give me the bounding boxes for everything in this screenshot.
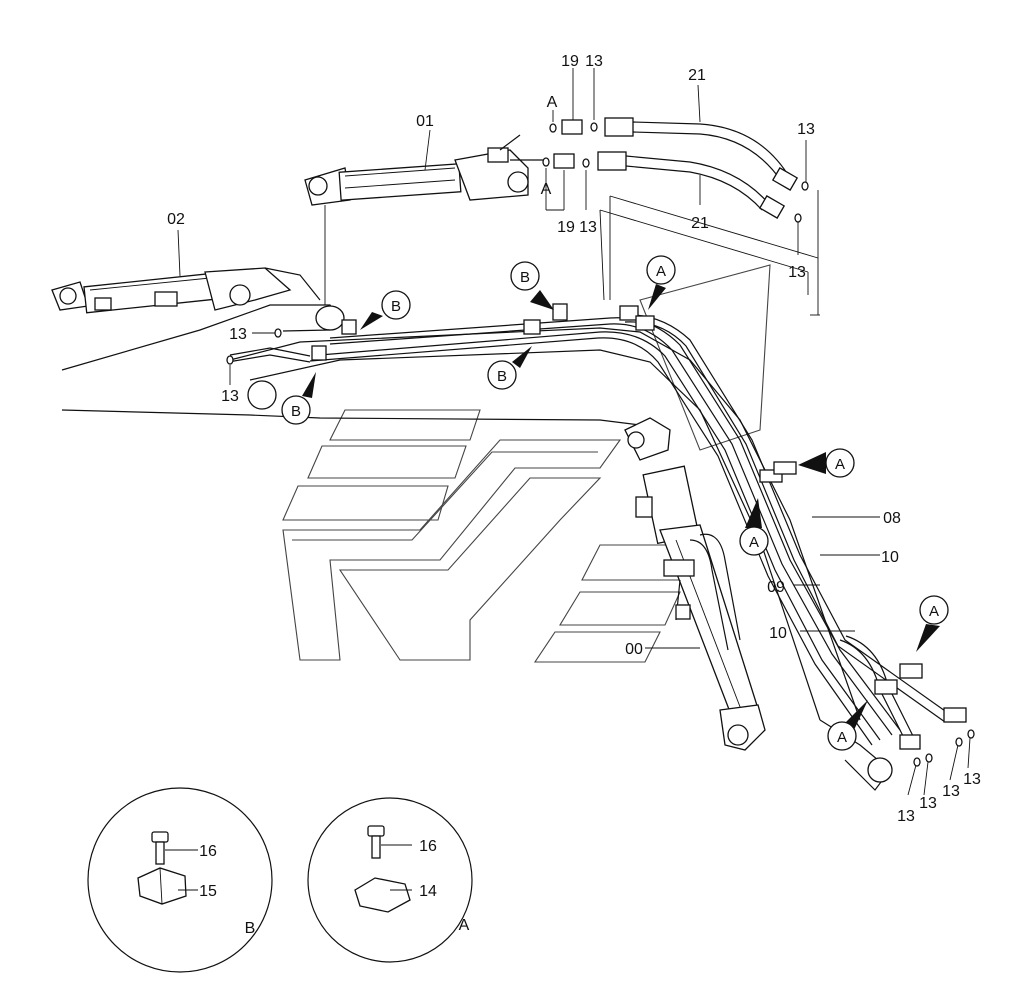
label-13b: 13 <box>579 219 597 236</box>
label-19b: 19 <box>557 219 575 236</box>
label-10b: 10 <box>769 625 787 642</box>
label-13h: 13 <box>919 795 937 812</box>
cylinder-00 <box>624 417 766 751</box>
label-16a: 16 <box>419 838 437 855</box>
label-02: 02 <box>167 211 185 228</box>
callout-b-3: B <box>487 346 532 390</box>
label-13e: 13 <box>229 326 247 343</box>
label-13c: 13 <box>797 121 815 138</box>
label-09: 09 <box>767 579 785 596</box>
label-13f: 13 <box>221 388 239 405</box>
svg-text:A: A <box>837 729 847 746</box>
pipe-clamps <box>311 303 967 750</box>
svg-text:B: B <box>497 368 507 385</box>
label-16b: 16 <box>199 843 217 860</box>
label-13a: 13 <box>585 53 603 70</box>
callout-a-2: A <box>798 448 855 478</box>
fittings-19 <box>542 119 598 169</box>
part-labels: 01 02 00 08 10 09 10 19 13 19 13 21 21 1… <box>167 53 981 937</box>
callout-a-1: A <box>646 255 676 310</box>
watermark-logo <box>282 264 771 663</box>
callout-b-1: B <box>510 261 554 310</box>
svg-text:A: A <box>835 456 845 473</box>
label-a2: A <box>541 181 552 198</box>
label-13d: 13 <box>788 264 806 281</box>
callout-a-4: A <box>916 595 949 652</box>
callout-b-2: B <box>360 290 411 330</box>
label-14: 14 <box>419 883 437 900</box>
svg-text:A: A <box>656 263 666 280</box>
svg-text:A: A <box>929 603 939 620</box>
label-10a: 10 <box>881 549 899 566</box>
label-08: 08 <box>883 510 901 527</box>
label-13i: 13 <box>942 783 960 800</box>
detail-a <box>307 797 473 963</box>
label-19a: 19 <box>561 53 579 70</box>
svg-text:B: B <box>291 403 301 420</box>
callout-a-5: A <box>827 700 868 751</box>
callout-b-4: B <box>281 372 316 425</box>
label-21a: 21 <box>688 67 706 84</box>
cylinder-01 <box>304 134 545 206</box>
detail-a-label: A <box>459 917 470 934</box>
detail-b-label: B <box>245 920 256 937</box>
label-01: 01 <box>416 113 434 130</box>
panel-frame <box>599 190 820 316</box>
cylinder-02 <box>51 267 321 314</box>
svg-text:B: B <box>391 298 401 315</box>
svg-text:B: B <box>520 269 530 286</box>
callout-a-3: A <box>739 498 769 556</box>
hoses-21 <box>597 117 809 223</box>
label-21b: 21 <box>691 215 709 232</box>
label-15: 15 <box>199 883 217 900</box>
label-13g: 13 <box>897 808 915 825</box>
label-13j: 13 <box>963 771 981 788</box>
svg-text:A: A <box>749 534 759 551</box>
detail-b <box>87 787 273 973</box>
leader-lines <box>177 68 975 796</box>
label-a1: A <box>547 94 558 111</box>
label-00: 00 <box>625 641 643 658</box>
